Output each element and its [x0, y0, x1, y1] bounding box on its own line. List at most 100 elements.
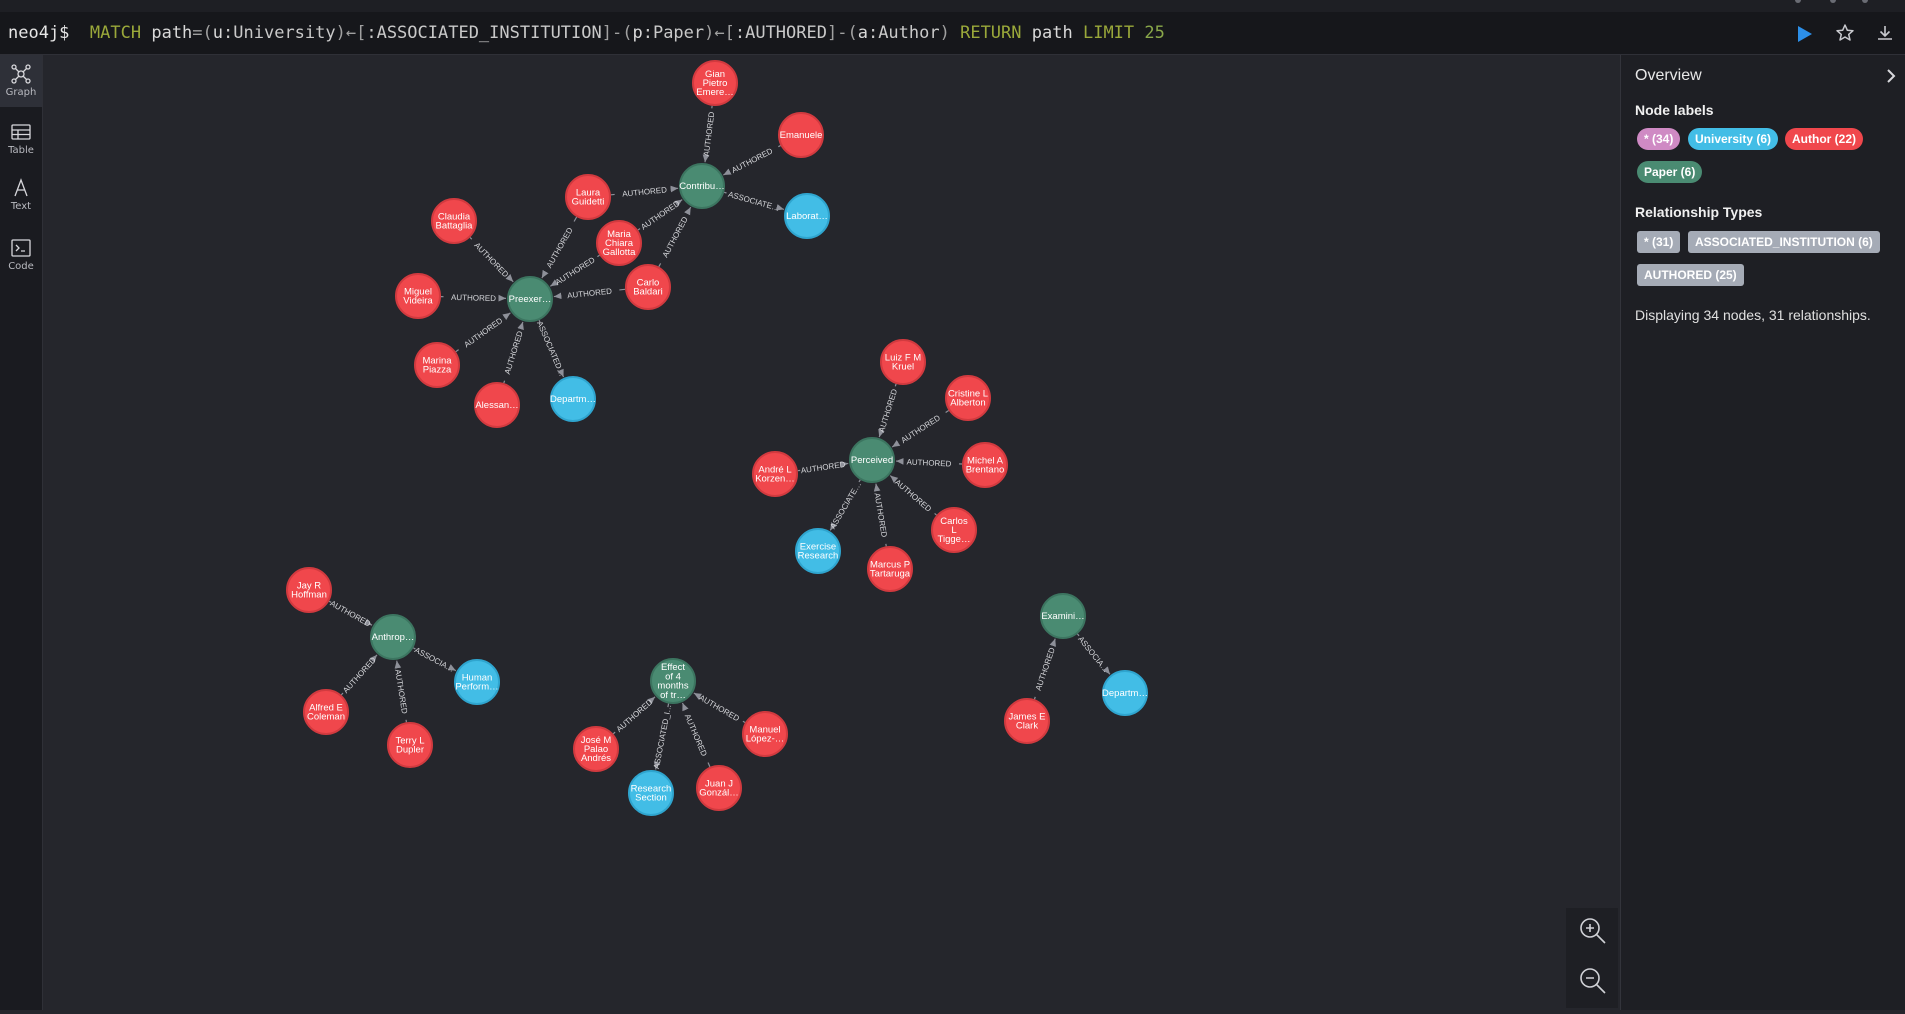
relationship-edge[interactable]: AUTHORED	[341, 655, 378, 695]
paper-node[interactable]: Anthrop…	[371, 615, 415, 659]
edge-line[interactable]	[1054, 639, 1055, 641]
relationship-edge[interactable]: AUTHORED	[682, 703, 709, 767]
relationship-edge[interactable]: AUTHORED	[456, 313, 511, 352]
relationship-edge[interactable]: AUTHORED	[1034, 639, 1057, 700]
edge-line[interactable]	[522, 322, 523, 324]
sidebar-item-graph[interactable]: Graph	[0, 55, 42, 107]
relationship-edge[interactable]: AUTHORED	[611, 185, 678, 198]
university-node[interactable]: HumanPerform…	[455, 660, 499, 704]
edge-line[interactable]	[653, 697, 655, 699]
edge-line[interactable]	[708, 763, 710, 767]
sidebar-item-table[interactable]: Table	[0, 113, 42, 165]
relationship-type-all[interactable]: * (31)	[1637, 231, 1680, 253]
author-node[interactable]: Emanuele	[779, 113, 823, 157]
relationship-type-authored[interactable]: AUTHORED (25)	[1637, 264, 1744, 286]
node-label-paper[interactable]: Paper (6)	[1637, 161, 1702, 183]
relationship-edge[interactable]: AUTHORED	[470, 237, 513, 281]
paper-node[interactable]: Preexer…	[508, 277, 552, 321]
relationship-edge[interactable]: AUTHORED	[892, 410, 949, 447]
sidebar-item-text[interactable]: Text	[0, 169, 42, 221]
node-label-all[interactable]: * (34)	[1637, 128, 1680, 150]
edge-line[interactable]	[542, 274, 545, 278]
edge-line[interactable]	[724, 192, 726, 193]
university-node[interactable]: Departm…	[550, 377, 596, 421]
relationship-edge[interactable]: AUTHORED	[872, 484, 888, 547]
edge-line[interactable]	[723, 174, 725, 175]
relationship-edge[interactable]: ASSOCIATE…	[828, 480, 863, 531]
edge-line[interactable]	[890, 476, 892, 478]
relationship-edge[interactable]: AUTHORED	[723, 146, 780, 175]
relationship-edge[interactable]: ASSOCIATED_I…	[652, 704, 673, 770]
edge-line[interactable]	[689, 207, 691, 210]
download-button[interactable]	[1874, 22, 1896, 44]
edge-line[interactable]	[370, 624, 372, 625]
edge-line[interactable]	[946, 410, 949, 412]
edge-line[interactable]	[613, 732, 615, 734]
edge-line[interactable]	[550, 285, 552, 286]
graph-visualization[interactable]: AUTHOREDAUTHOREDAUTHOREDAUTHOREDAUTHORED…	[43, 55, 1619, 1010]
edge-line[interactable]	[694, 693, 696, 694]
relationship-edge[interactable]: AUTHORED	[503, 322, 525, 383]
paper-node[interactable]: Contribu…	[679, 164, 724, 208]
edge-line[interactable]	[743, 721, 745, 722]
university-node[interactable]: Laborat…	[785, 194, 829, 238]
edge-line[interactable]	[1108, 672, 1110, 674]
relationship-edge[interactable]: AUTHORED	[613, 697, 655, 734]
edge-line[interactable]	[619, 289, 625, 290]
paper-node[interactable]: Examini…	[1041, 594, 1085, 638]
edge-line[interactable]	[512, 280, 514, 282]
node-label-university[interactable]: University (6)	[1688, 128, 1778, 150]
author-node[interactable]: Alessan…	[475, 383, 519, 427]
edge-line[interactable]	[375, 655, 377, 657]
edge-line[interactable]	[859, 480, 860, 482]
sidebar-item-code[interactable]: Code	[0, 229, 42, 281]
query-editor[interactable]: neo4j$ MATCH path=(u:University)←[:ASSOC…	[8, 22, 1165, 44]
edge-line[interactable]	[778, 146, 780, 147]
relationship-edge[interactable]: AUTHORED	[896, 458, 962, 469]
edge-line[interactable]	[470, 237, 472, 239]
collapse-panel-button[interactable]	[1883, 67, 1899, 85]
author-node[interactable]: ManuelLópez-…	[743, 712, 787, 756]
edge-line[interactable]	[504, 381, 505, 383]
edge-line[interactable]	[508, 313, 511, 315]
edge-line[interactable]	[782, 209, 784, 210]
favorite-button[interactable]	[1834, 22, 1856, 44]
author-node[interactable]: CarlosLTigge…	[932, 508, 976, 552]
edge-line[interactable]	[895, 384, 896, 386]
edge-line[interactable]	[659, 263, 661, 266]
node-label-author[interactable]: Author (22)	[1785, 128, 1863, 150]
edge-line[interactable]	[935, 513, 937, 515]
relationship-edge[interactable]: ASSOCIATED…	[535, 320, 567, 378]
relationship-edge[interactable]: ASSOCIA…	[413, 645, 456, 674]
relationship-edge[interactable]: AUTHORED	[877, 384, 899, 437]
relationship-edge[interactable]: AUTHORED	[702, 106, 717, 162]
edge-line[interactable]	[1034, 697, 1035, 699]
edge-line[interactable]	[554, 296, 560, 297]
zoom-out-button[interactable]	[1578, 966, 1608, 996]
author-node[interactable]: Juan JGonzál…	[697, 766, 741, 810]
relationship-edge[interactable]: AUTHORED	[694, 693, 745, 723]
edge-line[interactable]	[892, 445, 895, 447]
relationship-edge[interactable]: AUTHORED	[798, 460, 848, 475]
edge-line[interactable]	[680, 200, 682, 201]
relationship-edge[interactable]: ASSOCIATE…	[724, 190, 784, 213]
edge-line[interactable]	[682, 703, 684, 707]
